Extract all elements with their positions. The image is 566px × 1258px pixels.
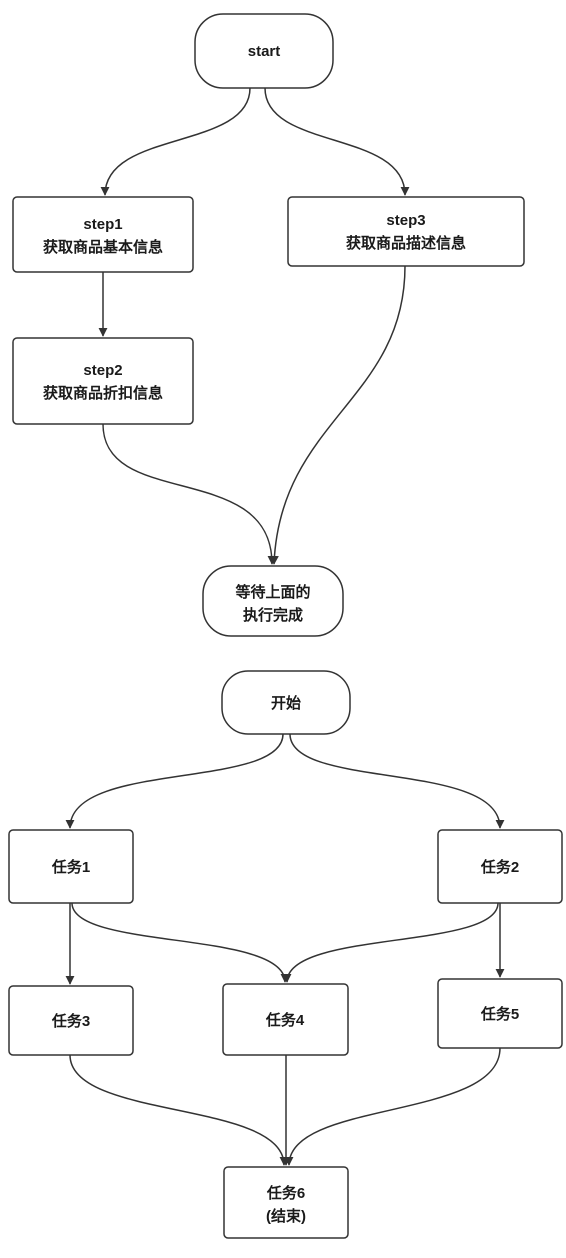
node-task3: 任务3 — [8, 985, 134, 1056]
node-begin-label: 开始 — [271, 694, 301, 712]
node-task3-label: 任务3 — [51, 1012, 90, 1030]
edge-task2-task4 — [282, 902, 499, 983]
edge-begin-task1 — [65, 733, 284, 829]
node-task6-line1: 任务6 — [266, 1184, 305, 1202]
node-start-label: start — [248, 43, 281, 60]
node-task2: 任务2 — [437, 829, 563, 904]
node-step1-desc: 获取商品基本信息 — [43, 238, 163, 256]
node-step3: step3 获取商品描述信息 — [287, 196, 525, 267]
node-wait-line2: 执行完成 — [243, 606, 303, 624]
node-step3-title: step3 — [386, 212, 425, 229]
edge-begin-task2 — [289, 733, 505, 829]
diagram1-edges — [98, 87, 410, 565]
node-step1-title: step1 — [83, 216, 122, 233]
edge-start-step3 — [264, 87, 410, 196]
node-task6-line2: (结束) — [266, 1207, 306, 1225]
node-task1-label: 任务1 — [51, 858, 90, 876]
node-task2-label: 任务2 — [480, 858, 519, 876]
node-step2: step2 获取商品折扣信息 — [12, 337, 194, 425]
node-wait: 等待上面的 执行完成 — [202, 565, 344, 637]
node-begin: 开始 — [221, 670, 351, 735]
node-task5: 任务5 — [437, 978, 563, 1049]
node-task6: 任务6 (结束) — [223, 1166, 349, 1239]
node-step2-title: step2 — [83, 362, 122, 379]
node-step1: step1 获取商品基本信息 — [12, 196, 194, 273]
node-task4: 任务4 — [222, 983, 349, 1056]
node-task5-label: 任务5 — [480, 1005, 519, 1023]
node-step3-desc: 获取商品描述信息 — [346, 234, 466, 252]
node-step2-desc: 获取商品折扣信息 — [43, 384, 163, 402]
edge-task1-task4 — [71, 902, 290, 983]
edge-step2-wait — [102, 423, 277, 565]
node-task4-label: 任务4 — [265, 1011, 305, 1029]
edge-step3-wait — [269, 265, 406, 565]
node-task1: 任务1 — [8, 829, 134, 904]
edge-start-step1 — [100, 87, 251, 196]
diagram2-edges — [65, 733, 505, 1166]
edge-task5-task6 — [284, 1047, 501, 1166]
edge-task3-task6 — [69, 1054, 289, 1166]
node-start: start — [194, 13, 334, 89]
node-wait-line1: 等待上面的 — [235, 583, 310, 601]
